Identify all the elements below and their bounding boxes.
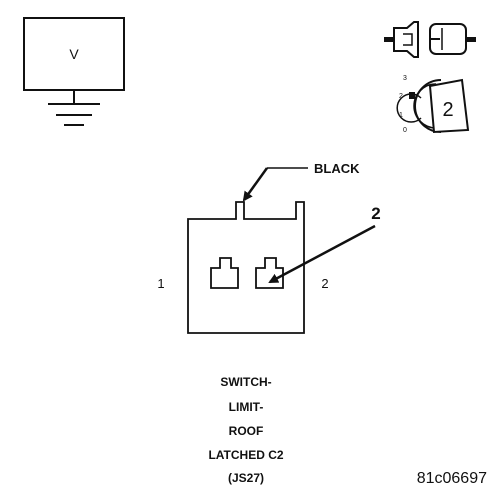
connector-pin-1 [210,257,239,289]
caption-line-5: (JS27) [228,471,264,485]
connector-caption: SWITCH- LIMIT- ROOF LATCHED C2 (JS27) [208,375,283,485]
connector-c2 [187,201,305,334]
pin-callout-label: 2 [371,204,380,223]
ignition-selected-position: 2 [442,99,453,121]
voltmeter-symbol: V [69,46,79,62]
ignition-position-0: 0 [403,127,407,134]
ground-icon [48,103,100,126]
ignition-position-3: 3 [403,75,407,82]
caption-line-4: LATCHED C2 [208,448,283,462]
ignition-position-marker [409,92,415,99]
caption-line-1: SWITCH- [220,375,271,389]
caption-line-2: LIMIT- [229,400,264,414]
ignition-position-2: 2 [399,93,403,100]
ignition-switch-icon: 3 2 1 0 2 [396,75,470,134]
wire-color-arrow [242,167,269,202]
wire-color-label: BLACK [314,161,360,176]
ignition-plug-icon [384,21,476,58]
ignition-position-1: 1 [399,112,403,119]
figure-id: 81c06697 [417,470,487,487]
pin-callout-arrow [268,224,376,284]
connector-pin-1-label: 1 [157,276,164,291]
voltmeter-icon: V [23,17,125,126]
connector-pin-2-label: 2 [321,276,328,291]
caption-line-3: ROOF [229,424,264,438]
